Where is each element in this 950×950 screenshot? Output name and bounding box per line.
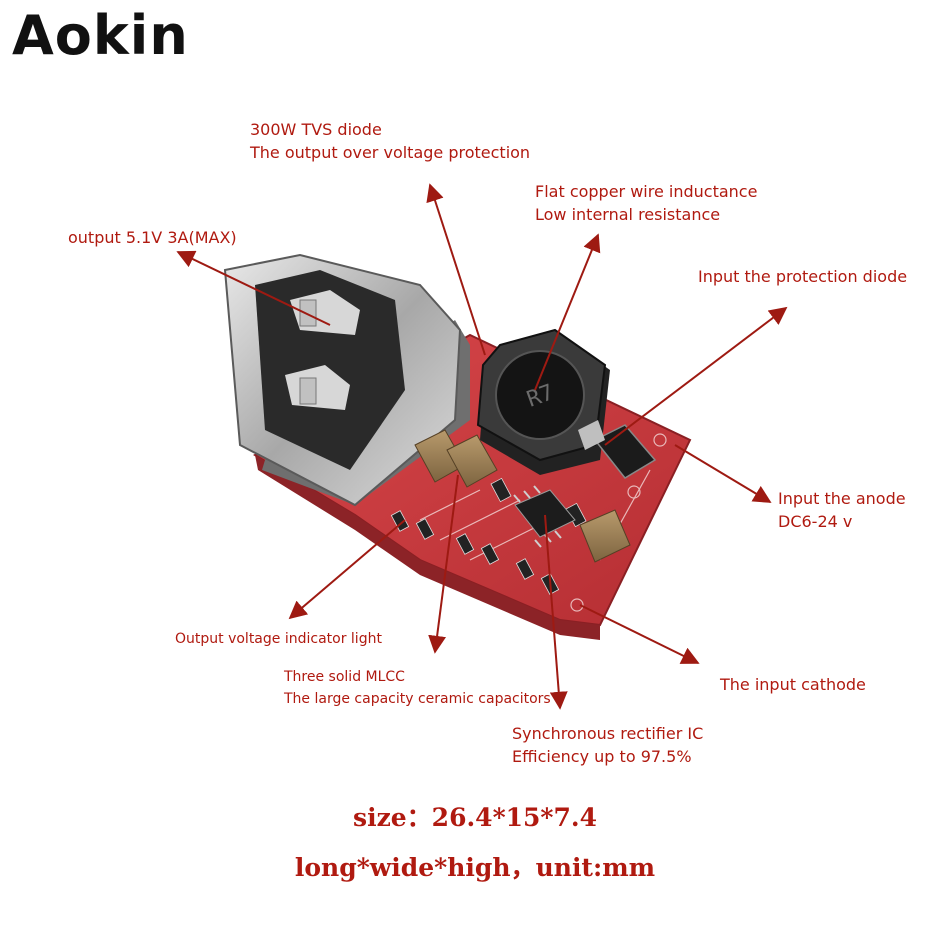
arrow-protection-diode: [604, 306, 788, 446]
arrow-output: [176, 250, 331, 326]
arrow-indicator: [288, 519, 406, 620]
mlcc-capacitors: [414, 429, 631, 563]
label-cathode-line1: The input cathode: [720, 675, 866, 694]
size-line: size：26.4*15*7.4: [353, 803, 597, 832]
units-line: long*wide*high，unit:mm: [294, 853, 656, 882]
label-output-line1: output 5.1V 3A(MAX): [68, 228, 237, 247]
label-inductor-line2: Low internal resistance: [535, 205, 721, 224]
label-inductor: Flat copper wire inductance Low internal…: [535, 180, 757, 226]
inductor: R7: [476, 328, 610, 475]
label-rectifier-line1: Synchronous rectifier IC: [512, 724, 704, 743]
usb-connector: [223, 253, 470, 507]
arrow-inductor: [534, 233, 601, 391]
brand-logo: Aokin: [12, 4, 189, 67]
label-mlcc-line1: Three solid MLCC: [284, 669, 405, 685]
label-mlcc-line2: The large capacity ceramic capacitors: [284, 691, 551, 707]
label-rectifier-line2: Efficiency up to 97.5%: [512, 747, 692, 766]
label-anode-line2: DC6-24 v: [778, 512, 853, 531]
label-tvs: 300W TVS diode The output over voltage p…: [250, 118, 530, 164]
label-cathode: The input cathode: [720, 673, 866, 696]
label-protection-diode-line1: Input the protection diode: [698, 267, 908, 286]
label-mlcc: Three solid MLCC The large capacity cera…: [284, 666, 551, 710]
arrow-cathode: [579, 604, 700, 664]
label-indicator-line1: Output voltage indicator light: [175, 631, 382, 647]
label-indicator: Output voltage indicator light: [175, 628, 382, 650]
label-output: output 5.1V 3A(MAX): [68, 226, 237, 249]
label-anode-line1: Input the anode: [778, 489, 906, 508]
label-rectifier: Synchronous rectifier IC Efficiency up t…: [512, 722, 703, 768]
protection-diode: [578, 420, 657, 479]
arrow-tvs: [426, 183, 486, 356]
label-protection-diode: Input the protection diode: [698, 265, 950, 288]
label-tvs-line2: The output over voltage protection: [250, 143, 531, 162]
annotation-arrows: [176, 183, 788, 710]
arrow-mlcc: [428, 474, 459, 654]
label-anode: Input the anode DC6-24 v: [778, 487, 906, 533]
arrow-anode: [674, 444, 772, 503]
label-tvs-line1: 300W TVS diode: [250, 120, 382, 139]
arrow-rectifier: [544, 514, 568, 710]
label-inductor-line1: Flat copper wire inductance: [535, 182, 758, 201]
